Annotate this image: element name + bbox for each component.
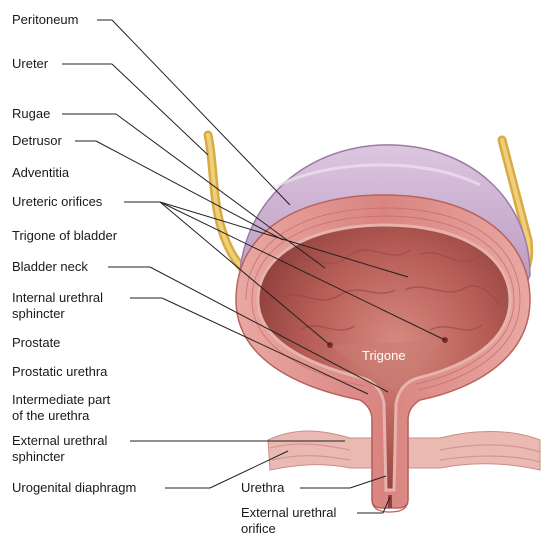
label-prostate: Prostate xyxy=(12,335,60,351)
label-detrusor: Detrusor xyxy=(12,133,62,149)
label-external-urethral-sphincter-line2: sphincter xyxy=(12,449,65,465)
label-intermediate-part-line1: Intermediate part xyxy=(12,392,110,408)
label-internal-urethral-sphincter-line2: sphincter xyxy=(12,306,65,322)
label-trigone: Trigone xyxy=(362,348,406,364)
label-trigone-of-bladder: Trigone of bladder xyxy=(12,228,117,244)
label-intermediate-part-line2: of the urethra xyxy=(12,408,89,424)
label-prostatic-urethra: Prostatic urethra xyxy=(12,364,107,380)
label-external-urethral-orifice-line1: External urethral xyxy=(241,505,336,521)
label-internal-urethral-sphincter-line1: Internal urethral xyxy=(12,290,103,306)
label-external-urethral-sphincter-line1: External urethral xyxy=(12,433,107,449)
label-external-urethral-orifice-line2: orifice xyxy=(241,521,276,537)
label-bladder-neck: Bladder neck xyxy=(12,259,88,275)
label-adventitia: Adventitia xyxy=(12,165,69,181)
label-ureteric-orifices: Ureteric orifices xyxy=(12,194,102,210)
label-urethra: Urethra xyxy=(241,480,284,496)
label-peritoneum: Peritoneum xyxy=(12,12,78,28)
label-rugae: Rugae xyxy=(12,106,50,122)
label-ureter: Ureter xyxy=(12,56,48,72)
label-urogenital-diaphragm: Urogenital diaphragm xyxy=(12,480,136,496)
